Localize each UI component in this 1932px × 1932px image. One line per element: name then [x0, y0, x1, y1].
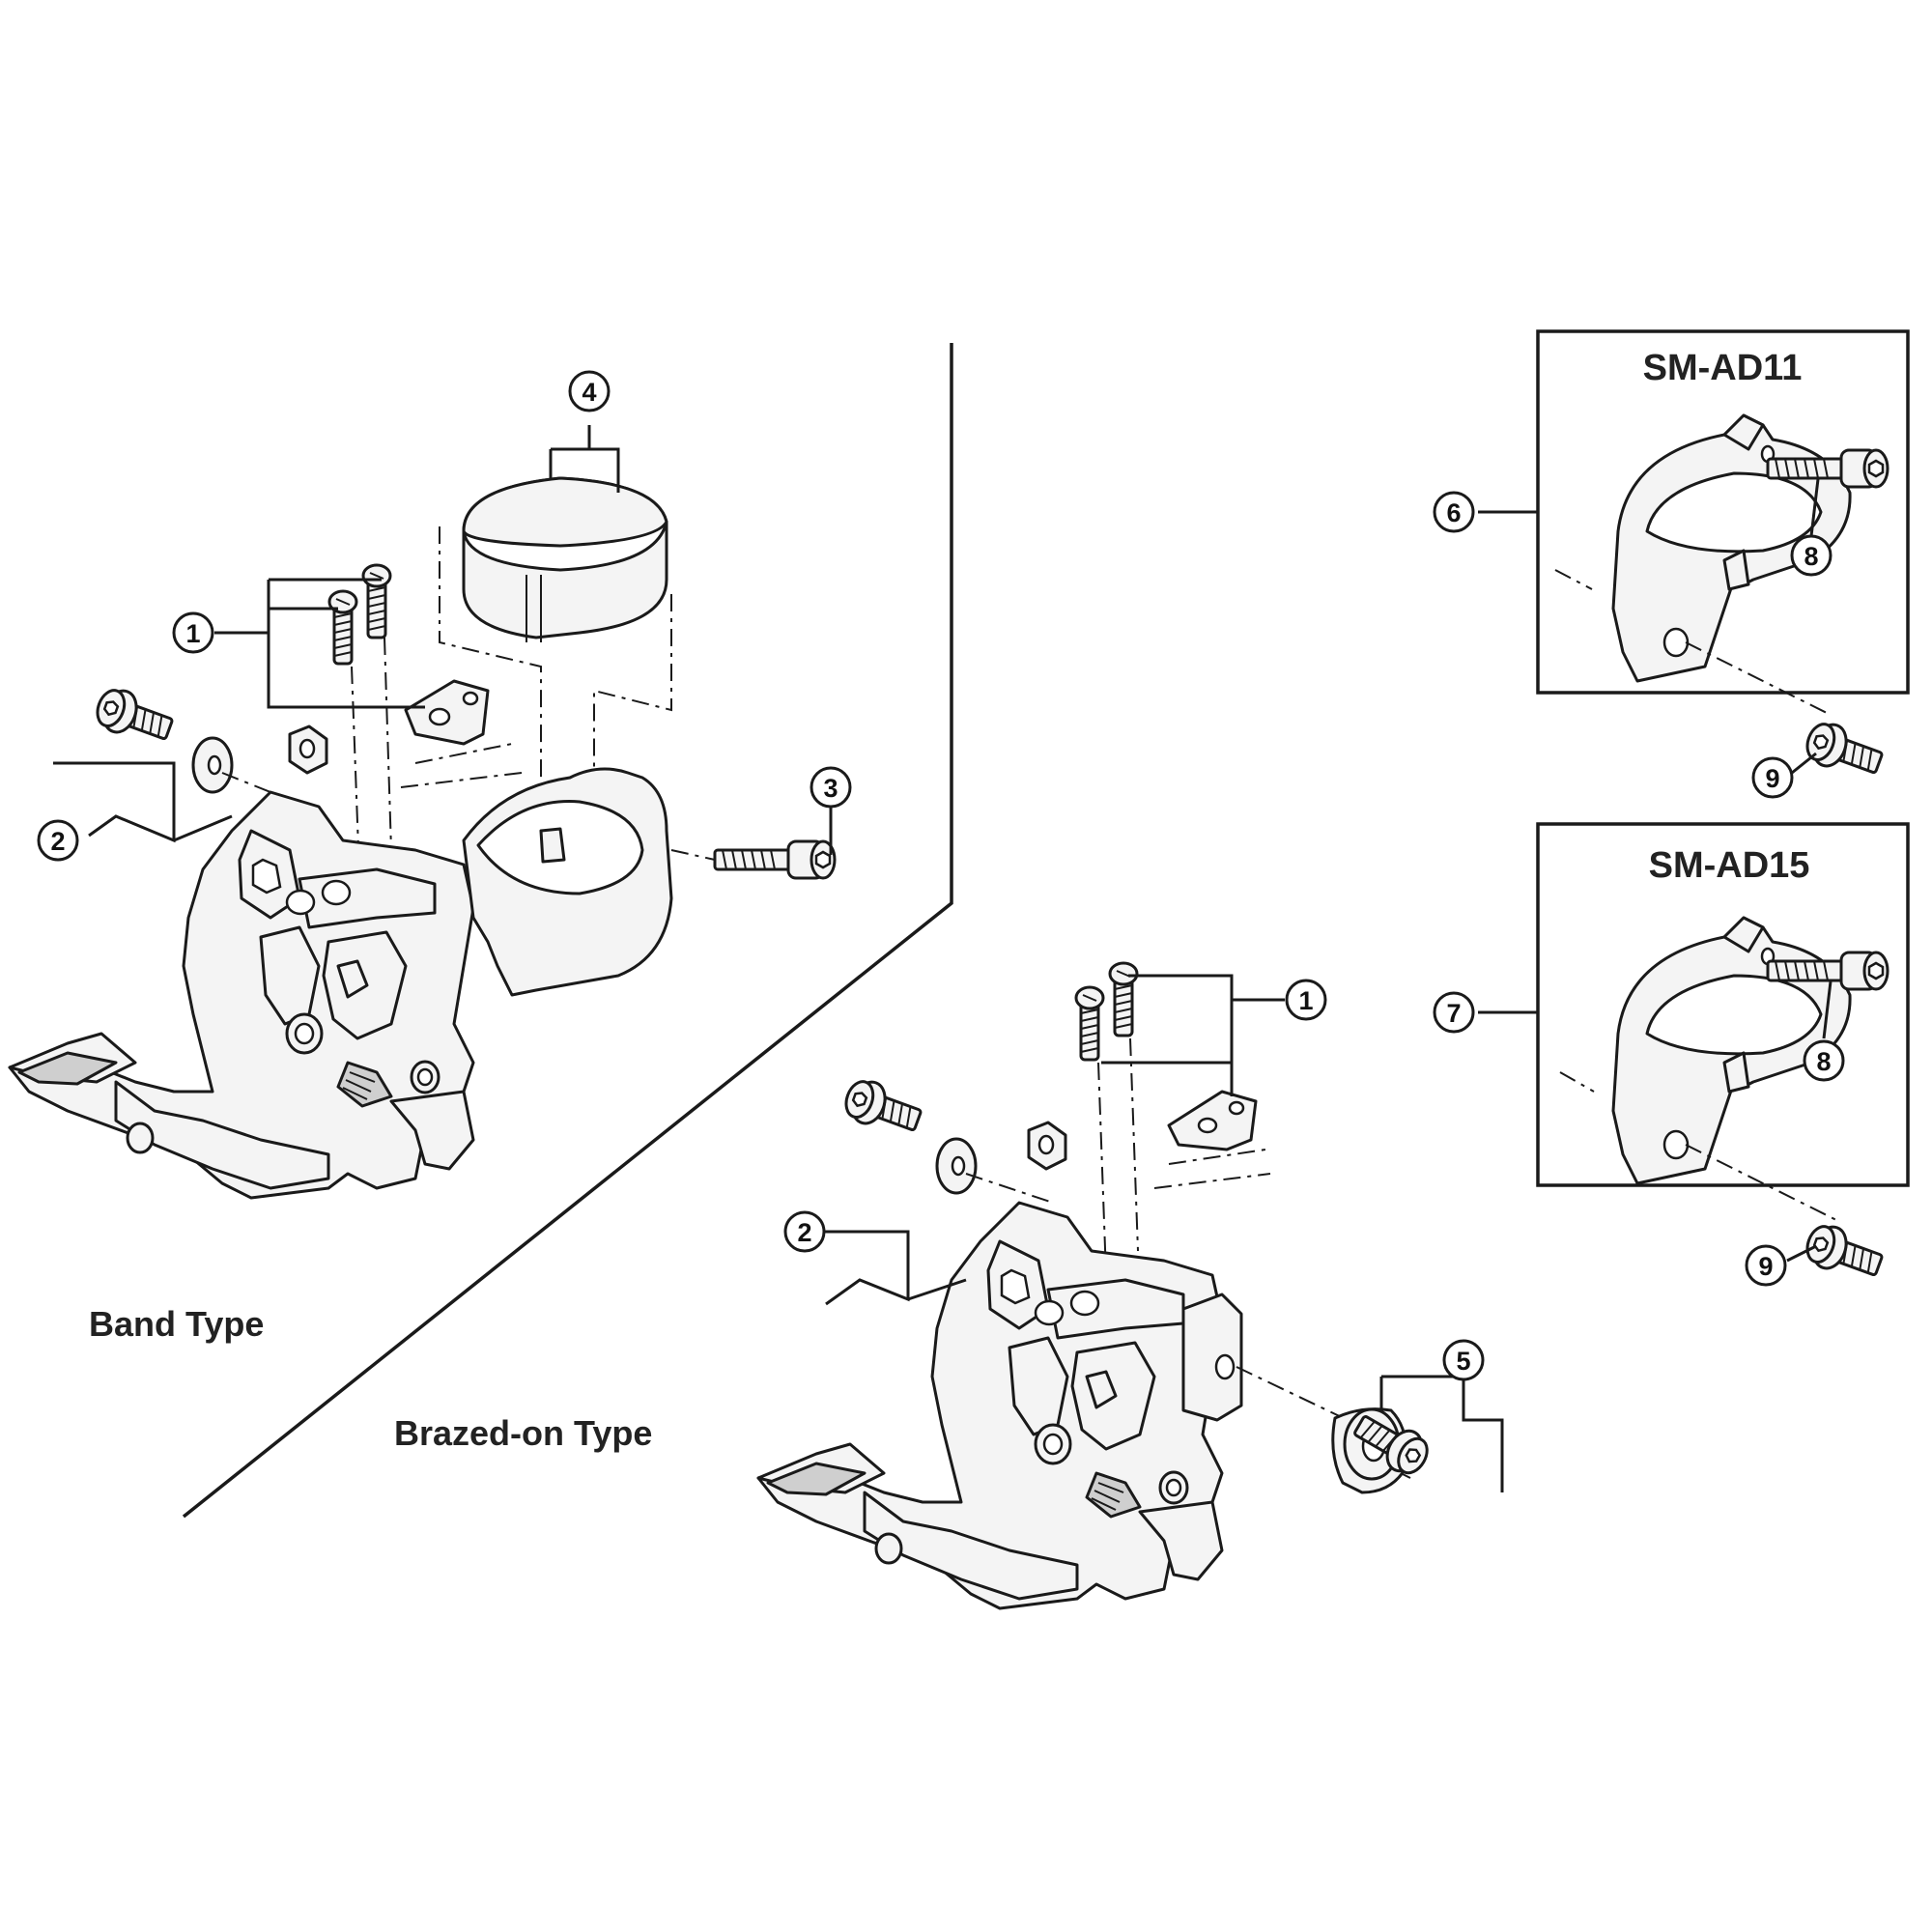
- section-divider: [182, 343, 953, 1519]
- screw-icon: [1108, 961, 1139, 1037]
- svg-text:2: 2: [50, 827, 65, 856]
- bolt-icon: [90, 682, 179, 752]
- callout-brazed-2: 2: [783, 1210, 826, 1253]
- svg-text:9: 9: [1758, 1252, 1773, 1281]
- svg-text:2: 2: [797, 1218, 811, 1247]
- clamp-bolt-icon: [713, 839, 837, 880]
- callout-brazed-5: 5: [1442, 1339, 1485, 1381]
- bolt-icon: [838, 1073, 927, 1143]
- svg-text:1: 1: [185, 619, 200, 648]
- svg-text:1: 1: [1298, 986, 1313, 1015]
- screw-icon: [361, 563, 392, 639]
- callout-band-2: 2: [37, 819, 79, 862]
- band-type-label: Band Type: [89, 1304, 264, 1344]
- svg-text:9: 9: [1765, 764, 1779, 793]
- band-type-assembly: [8, 425, 837, 1200]
- callout-ad11-9: 9: [1751, 756, 1794, 799]
- callout-band-4: 4: [568, 370, 611, 412]
- svg-text:8: 8: [1816, 1047, 1831, 1076]
- callout-ad11-6: 6: [1433, 491, 1475, 533]
- sm-ad11-box: SM-AD11: [1478, 329, 1910, 785]
- callout-ad11-8: 8: [1790, 534, 1833, 577]
- callout-ad15-7: 7: [1433, 991, 1475, 1034]
- svg-text:5: 5: [1456, 1347, 1470, 1376]
- screw-icon: [1074, 985, 1105, 1062]
- front-derailleur-body: [8, 790, 475, 1200]
- screw-icon: [327, 589, 358, 666]
- mount-bolt-icon: [1800, 716, 1889, 785]
- callout-ad15-8: 8: [1803, 1039, 1845, 1082]
- brazed-on-type-assembly: [756, 961, 1504, 1610]
- svg-text:3: 3: [823, 774, 838, 803]
- mount-block: [1181, 1293, 1243, 1422]
- sm-ad15-title: SM-AD15: [1649, 845, 1810, 886]
- svg-text:4: 4: [582, 378, 596, 407]
- callout-ad15-9: 9: [1745, 1244, 1787, 1287]
- sm-ad11-title: SM-AD11: [1643, 348, 1803, 388]
- mount-bolt-icon: [1800, 1218, 1889, 1288]
- svg-text:8: 8: [1804, 542, 1818, 571]
- clamp-band-part: [462, 476, 668, 642]
- callout-band-1: 1: [172, 611, 214, 654]
- front-derailleur-body: [756, 1201, 1224, 1610]
- sm-ad15-box: SM-AD15: [1478, 822, 1910, 1288]
- callout-brazed-1: 1: [1285, 979, 1327, 1021]
- svg-text:7: 7: [1446, 999, 1461, 1028]
- svg-text:6: 6: [1446, 498, 1461, 527]
- callout-band-3: 3: [810, 766, 852, 809]
- brazed-on-type-label: Brazed-on Type: [394, 1413, 652, 1453]
